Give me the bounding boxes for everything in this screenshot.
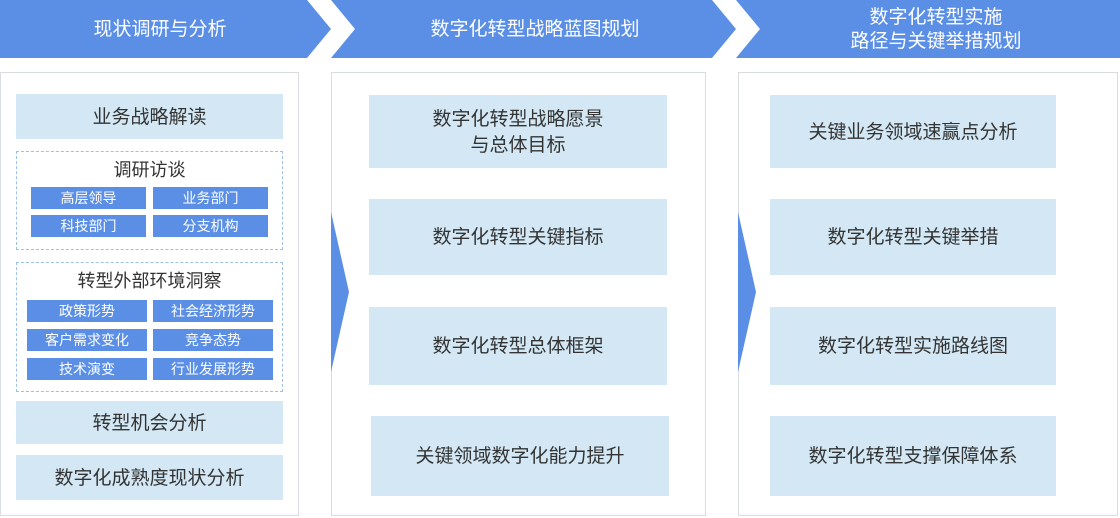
interview-tag: 分支机构 <box>153 215 268 237</box>
roadmap-box: 数字化转型实施路线图 <box>770 307 1056 385</box>
header-stage-3-label: 数字化转型实施 路径与关键举措规划 <box>850 6 1022 52</box>
header-stage-1-label: 现状调研与分析 <box>93 18 227 40</box>
header-stage-2-label: 数字化转型战略蓝图规划 <box>430 18 640 40</box>
chevron-shape-2 <box>331 0 736 58</box>
quick-wins-box: 关键业务领域速赢点分析 <box>770 95 1056 168</box>
business-strategy-box: 业务战略解读 <box>16 94 283 139</box>
external-environment-title: 转型外部环境洞察 <box>77 271 222 292</box>
interview-group: 调研访谈 高层领导 业务部门 科技部门 分支机构 <box>16 151 283 250</box>
maturity-analysis-box: 数字化成熟度现状分析 <box>16 455 283 500</box>
overall-framework-box: 数字化转型总体框架 <box>369 307 667 385</box>
environment-tag: 客户需求变化 <box>27 329 147 351</box>
environment-tag: 竞争态势 <box>153 329 273 351</box>
header-stage-2: 数字化转型战略蓝图规划 <box>345 0 725 58</box>
support-system-box: 数字化转型支撑保障体系 <box>770 416 1056 496</box>
interview-tag: 科技部门 <box>31 215 146 237</box>
header-chevrons <box>0 0 1120 58</box>
flow-arrow-1-icon <box>331 212 349 372</box>
environment-tag: 政策形势 <box>27 300 147 322</box>
opportunity-analysis-box: 转型机会分析 <box>16 401 283 444</box>
flow-arrow-2-icon <box>738 212 756 372</box>
vision-goals-box: 数字化转型战略愿景 与总体目标 <box>369 95 667 168</box>
external-environment-group: 转型外部环境洞察 政策形势 社会经济形势 客户需求变化 竞争态势 技术演变 行业… <box>16 262 283 392</box>
interview-group-title: 调研访谈 <box>113 160 186 181</box>
header-stage-1: 现状调研与分析 <box>0 0 320 58</box>
chevron-shape-3 <box>736 0 1120 58</box>
environment-tag: 行业发展形势 <box>153 358 273 380</box>
capability-improvement-box: 关键领域数字化能力提升 <box>371 416 669 496</box>
interview-tag: 业务部门 <box>153 187 268 209</box>
header-stage-3: 数字化转型实施 路径与关键举措规划 <box>752 0 1120 58</box>
chevron-shape-1 <box>0 0 331 58</box>
key-initiatives-box: 数字化转型关键举措 <box>770 199 1056 275</box>
environment-tag: 社会经济形势 <box>153 300 273 322</box>
key-indicators-box: 数字化转型关键指标 <box>369 199 667 275</box>
environment-tag: 技术演变 <box>27 358 147 380</box>
interview-tag: 高层领导 <box>31 187 146 209</box>
